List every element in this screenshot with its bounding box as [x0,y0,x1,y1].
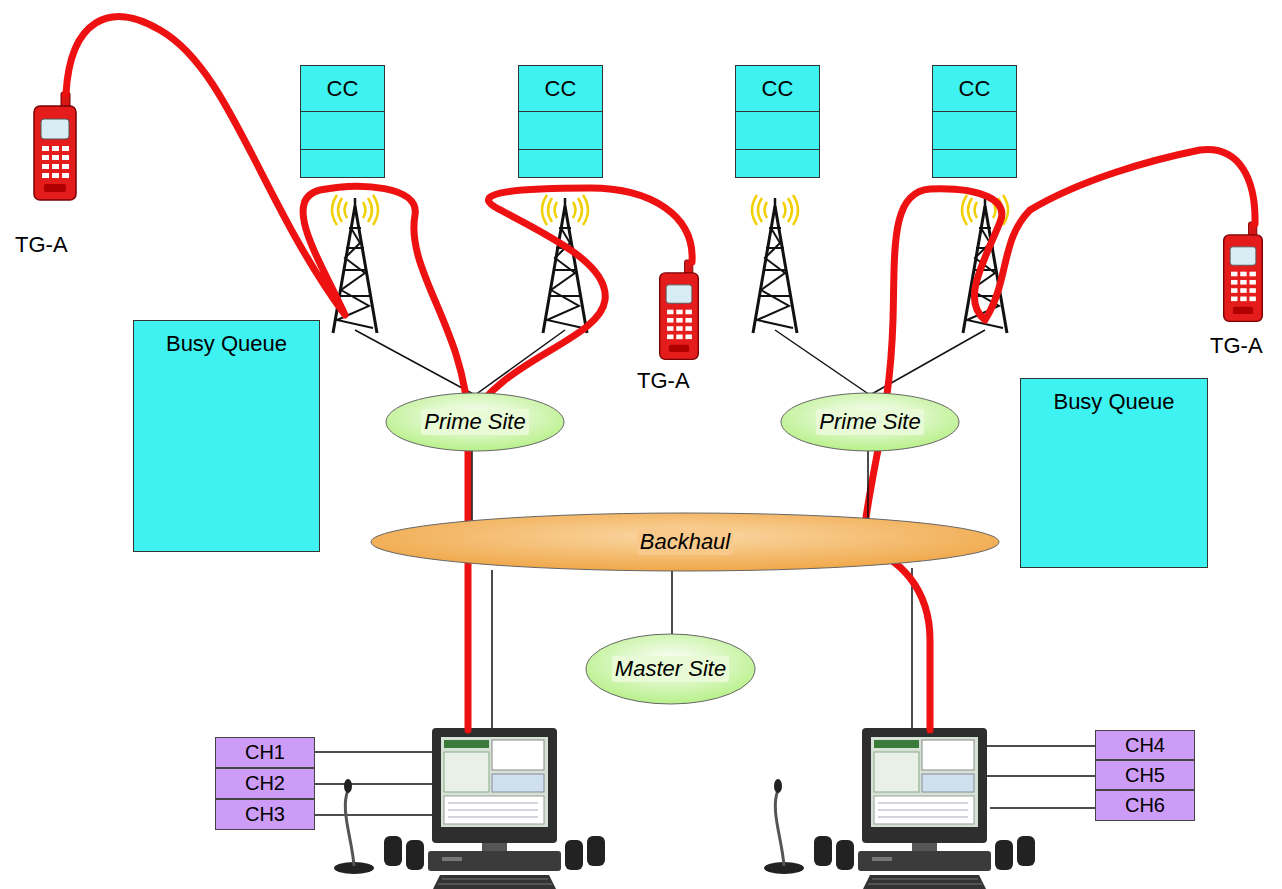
site-ellipse: Master Site [585,633,756,705]
box-label: CC [959,76,991,101]
box-divider [301,111,384,112]
site-label: Backhaul [637,529,734,554]
text-holder: CC [933,66,1016,111]
box-divider [736,149,819,150]
box-divider [736,111,819,112]
text-holder: CC [519,66,602,111]
box-label: CH1 [245,741,285,764]
channel-box: CH5 [1095,760,1195,790]
text-holder: CH4 [1096,731,1194,759]
channel-box: CH6 [1095,790,1195,821]
site-label: Master Site [612,656,729,681]
portable-radio [1224,222,1263,321]
box-divider [519,111,602,112]
site-ellipse: Prime Site [780,392,960,452]
box-divider [519,149,602,150]
text-holder: CH2 [216,769,314,798]
channel-box: CH4 [1095,730,1195,760]
box-label: CH4 [1125,734,1165,757]
box-label: Busy Queue [1053,389,1174,414]
control-channel-box: CC [300,65,385,178]
control-channel-box: CC [518,65,603,178]
text-holder: Busy Queue [1021,387,1207,417]
text-holder: CC [301,66,384,111]
talkgroup-label: TG-A [1210,333,1263,358]
text-holder: Backhaul [370,512,1000,572]
network-link [471,451,473,521]
text-holder: Prime Site [780,392,960,452]
call-path [66,17,1255,730]
control-channel-box: CC [735,65,820,178]
box-divider [301,149,384,150]
talkgroup-label: TG-A [637,368,690,393]
busy-queue-box: Busy Queue [1020,378,1208,568]
site-label: Prime Site [421,409,528,434]
channel-box: CH2 [215,768,315,799]
dispatch-console [764,728,1035,889]
text-holder: CH6 [1096,791,1194,820]
box-label: CC [762,76,794,101]
site-label: Prime Site [816,409,923,434]
box-divider [933,149,1016,150]
ellipse-shape [586,634,755,704]
text-holder: CH1 [216,738,314,767]
radio-tower [542,195,588,333]
box-divider [933,111,1016,112]
ellipse-shape [371,513,999,571]
talkgroup-label: TG-A [15,232,68,257]
box-label: CH2 [245,772,285,795]
text-holder: CH5 [1096,761,1194,789]
box-label: Busy Queue [166,331,287,356]
portable-radio [34,92,76,200]
site-ellipse: Backhaul [370,512,1000,572]
box-label: CH6 [1125,794,1165,817]
control-channel-box: CC [932,65,1017,178]
busy-queue-box: Busy Queue [133,320,320,552]
site-ellipse: Prime Site [385,392,565,452]
portable-radio [660,260,699,359]
channel-box: CH3 [215,799,315,830]
channel-box: CH1 [215,737,315,768]
box-label: CC [327,76,359,101]
text-holder: Master Site [585,633,756,705]
network-link [671,571,673,634]
ellipse-shape [781,393,959,451]
text-holder: CC [736,66,819,111]
text-holder: Prime Site [385,392,565,452]
box-label: CH3 [245,803,285,826]
text-holder: Busy Queue [134,329,319,359]
box-label: CC [545,76,577,101]
dispatch-console [334,728,605,889]
radio-tower [752,195,798,333]
box-label: CH5 [1125,764,1165,787]
ellipse-shape [386,393,564,451]
network-link [867,451,869,518]
text-holder: CH3 [216,800,314,829]
